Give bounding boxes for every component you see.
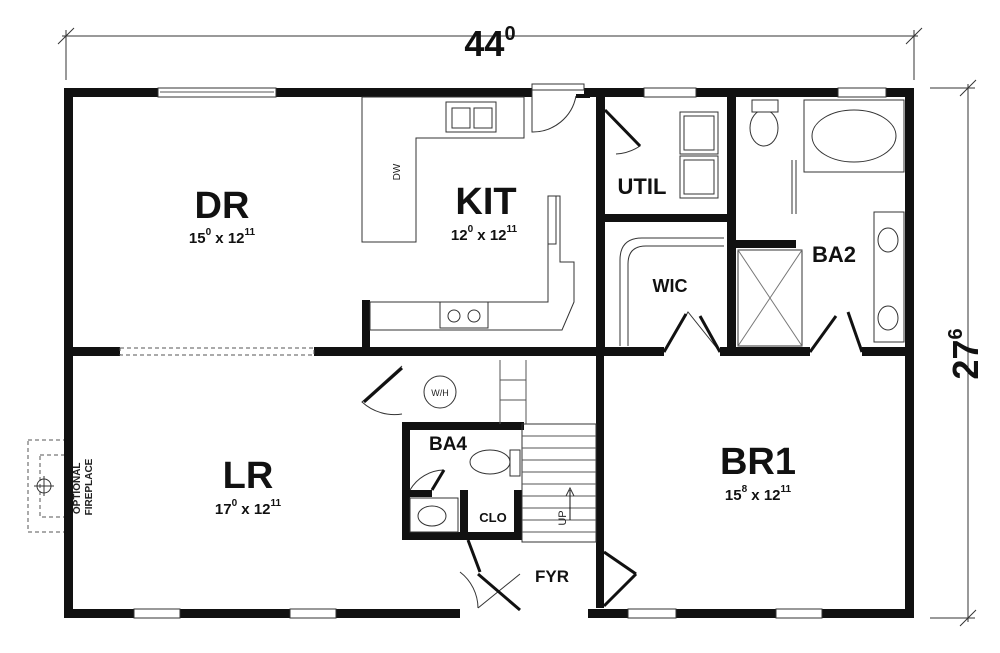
dimension-text: 17 [215, 501, 232, 518]
dimension-superscript: 0 [232, 498, 238, 509]
washer-dryer [679, 111, 719, 199]
room-ba4-name: BA4 [429, 434, 467, 455]
dimension-superscript: 0 [468, 224, 474, 235]
dishwasher-label: DW [392, 163, 403, 180]
room-dr-dim: 150 x 1211 [189, 227, 256, 247]
interior-walls [64, 96, 914, 608]
dimension-superscript: 8 [742, 484, 748, 495]
overall-width-label: 440 [464, 23, 515, 64]
water-heater-label: W/H [431, 388, 449, 398]
overall-depth-label: 276 [945, 328, 986, 379]
dimension-superscript: 11 [507, 224, 518, 235]
optional-fireplace: OPTIONAL FIREPLACE [27, 439, 95, 533]
room-util-name: UTIL [618, 174, 667, 199]
dimension-text: 12 [451, 227, 468, 244]
room-kit-dim: 120 x 1211 [451, 224, 518, 244]
room-lr-dim: 170 x 1211 [215, 498, 282, 518]
room-clo-name: CLO [479, 510, 506, 525]
overall-depth-main: 27 [945, 340, 986, 380]
dimension-text: 15 [725, 487, 742, 504]
dimension-text: x 12 [211, 230, 244, 247]
wic-shelf [619, 237, 724, 346]
room-lr-name: LR [223, 455, 274, 497]
dimension-text: 15 [189, 230, 206, 247]
kitchen-counters: DW [361, 96, 575, 331]
ba2-fixtures [737, 99, 905, 347]
room-kit-name: KIT [455, 181, 516, 223]
dimension-text: x 12 [237, 501, 270, 518]
fireplace-label-line2: FIREPLACE [84, 458, 95, 515]
room-br1-name: BR1 [720, 441, 796, 483]
ba4-fixtures [409, 449, 521, 533]
dimension-superscript: 11 [271, 498, 282, 509]
overall-width-sup: 0 [504, 23, 515, 45]
svg-text:OPTIONAL FIREPLACE: OPTIONAL FIREPLACE [72, 458, 95, 515]
room-ba2-name: BA2 [812, 242, 856, 267]
dimension-superscript: 0 [206, 227, 212, 238]
room-wic-name: WIC [653, 276, 688, 296]
room-fyr-name: FYR [535, 567, 569, 586]
overall-width-main: 44 [464, 23, 504, 64]
doors [361, 83, 864, 612]
stairs-up-label: UP [557, 510, 569, 525]
dimension-text: x 12 [473, 227, 506, 244]
room-dr-name: DR [195, 185, 250, 227]
dimension-text: x 12 [747, 487, 780, 504]
fireplace-label-line1: OPTIONAL [72, 463, 83, 515]
dimension-lines [57, 27, 977, 627]
dimension-superscript: 11 [781, 484, 792, 495]
room-br1-dim: 158 x 1211 [725, 484, 792, 504]
water-heater [423, 375, 457, 409]
windows [133, 87, 887, 619]
overall-depth-sup: 6 [945, 328, 967, 339]
dimension-superscript: 11 [245, 227, 256, 238]
stairs: UP [499, 360, 597, 543]
